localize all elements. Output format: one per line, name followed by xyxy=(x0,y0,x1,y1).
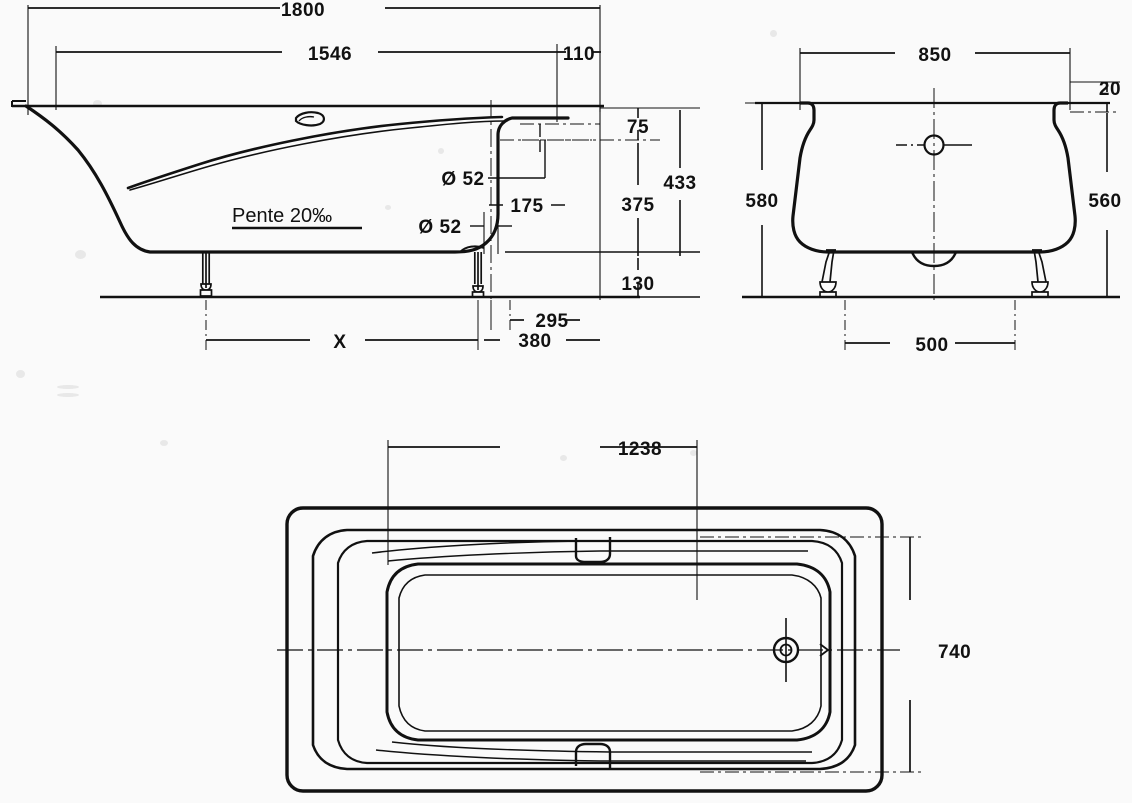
dim-label-740: 740 xyxy=(938,642,971,663)
dim-label-75: 75 xyxy=(627,117,649,138)
plan-top-contour-2 xyxy=(387,550,808,562)
dim-label-diameter-52-waste: Ø 52 xyxy=(418,217,461,238)
side-elevation-view: 1800 1546 110 75 375 433 130 295 380 X 1… xyxy=(11,0,700,353)
scan-speckle xyxy=(385,205,391,210)
dim-label-X: X xyxy=(333,332,346,353)
scan-speckle xyxy=(438,148,444,154)
plan-grip-notch-bottom xyxy=(574,742,612,768)
scan-speckle xyxy=(16,370,25,378)
scan-speckle xyxy=(93,100,102,107)
grip-handle-icon xyxy=(294,111,325,127)
scan-speckle xyxy=(690,450,697,456)
scan-speckle xyxy=(57,385,79,389)
slope-note-label: Pente 20‰ xyxy=(232,205,332,227)
tub-inner-seat-line-2 xyxy=(129,120,506,191)
dim-1546 xyxy=(55,44,558,122)
end-elevation-view: 850 20 580 560 500 xyxy=(742,45,1121,356)
dim-1238 xyxy=(387,440,698,600)
plan-rim-band-1 xyxy=(311,528,857,771)
waste-recess xyxy=(459,245,485,253)
end-foot-left xyxy=(819,249,837,298)
dim-850 xyxy=(799,48,1071,110)
dim-label-1238: 1238 xyxy=(618,439,662,460)
tub-outer-profile xyxy=(24,104,570,254)
scan-speckle xyxy=(770,30,777,37)
plan-top-contour xyxy=(371,540,800,554)
tub-inner-seat-line xyxy=(126,115,504,190)
dim-label-diameter-52-overflow: Ø 52 xyxy=(441,169,484,190)
dim-label-560: 560 xyxy=(1088,191,1121,212)
waste-leader xyxy=(470,212,512,254)
end-bottom-dish xyxy=(910,251,958,268)
dim-stack-right xyxy=(500,106,700,300)
dim-label-295: 295 xyxy=(535,311,568,332)
plan-basin-ledge xyxy=(398,574,822,732)
plan-bottom-contour-2 xyxy=(391,741,812,753)
plan-bottom-contour xyxy=(375,749,806,762)
plan-basin-opening xyxy=(385,562,832,742)
dim-label-500: 500 xyxy=(915,335,948,356)
dim-1800 xyxy=(27,5,601,115)
dim-500 xyxy=(844,300,1016,352)
dim-label-850: 850 xyxy=(918,45,951,66)
plan-rim-band-2 xyxy=(336,539,844,765)
dim-label-380: 380 xyxy=(518,331,551,352)
dim-bottom-group xyxy=(205,300,600,350)
scan-speckle xyxy=(75,250,86,259)
plan-view: 1238 740 xyxy=(277,439,971,793)
scan-speckle xyxy=(560,455,567,461)
plan-flow-arrow-icon xyxy=(819,643,830,657)
grip-handle-inner xyxy=(298,115,315,122)
scan-speckle xyxy=(160,440,168,446)
dim-20 xyxy=(1070,81,1120,113)
dim-label-110: 110 xyxy=(563,44,595,65)
tub-foot-right xyxy=(471,252,485,298)
plan-grip-notch-top xyxy=(574,537,612,564)
overflow-leader xyxy=(488,123,600,179)
dim-label-1546: 1546 xyxy=(308,44,352,65)
dim-580 xyxy=(745,102,800,296)
scan-speckle xyxy=(57,393,79,397)
dim-label-433: 433 xyxy=(663,173,696,194)
dim-label-1800: 1800 xyxy=(281,0,325,21)
dim-740 xyxy=(700,536,925,773)
dim-label-175: 175 xyxy=(510,196,543,217)
dim-label-375: 375 xyxy=(621,195,654,216)
dim-label-20: 20 xyxy=(1099,79,1121,100)
dim-label-130: 130 xyxy=(621,274,654,295)
end-foot-right xyxy=(1031,249,1049,298)
dim-label-580: 580 xyxy=(745,191,778,212)
tub-foot-left xyxy=(199,252,213,297)
